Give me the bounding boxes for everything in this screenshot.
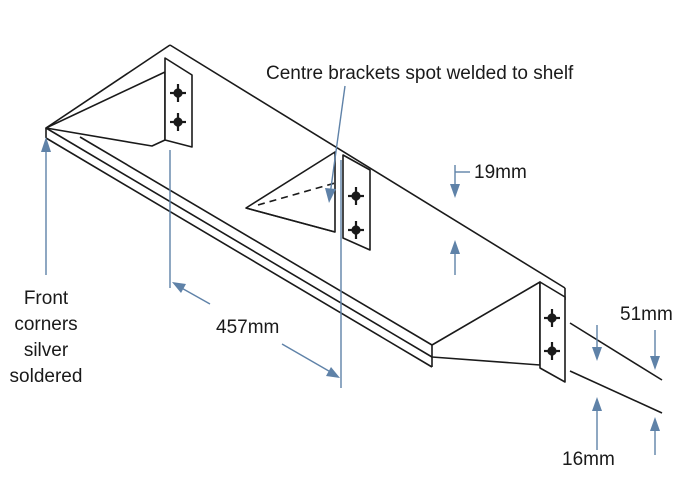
- upstand-top-edge-left: [45, 44, 171, 129]
- centre-bracket-hidden-edge: [257, 182, 336, 206]
- arrow-head-icon: [41, 137, 51, 152]
- upstand-top-edge: [169, 44, 566, 289]
- fixing-screws: [170, 84, 560, 360]
- centre-bracket-base: [245, 207, 336, 233]
- screw-icon: [544, 309, 560, 327]
- depth-dimension-label: 51mm: [620, 304, 673, 325]
- left-bracket-gusset: [45, 71, 166, 147]
- arrow-head-icon: [650, 417, 660, 431]
- screw-icon: [348, 221, 364, 239]
- front-corners-line-1: Front: [24, 288, 69, 309]
- lip-dimension-label: 19mm: [474, 162, 527, 183]
- shelf-front-top-edge: [45, 127, 433, 358]
- right-bracket-gusset: [431, 281, 541, 366]
- thickness-dimension-label: 16mm: [562, 449, 615, 470]
- arrow-head-icon: [172, 282, 186, 293]
- arrow-head-icon: [650, 356, 660, 370]
- front-corners-line-3: silver: [24, 340, 69, 361]
- arrow-head-icon: [592, 397, 602, 411]
- shelf-outline: [45, 44, 566, 368]
- arrow-head-icon: [325, 188, 336, 203]
- screw-icon: [348, 187, 364, 205]
- front-corners-line-2: corners: [14, 314, 77, 335]
- centre-bracket: [245, 151, 371, 251]
- arrow-head-icon: [592, 347, 602, 361]
- front-corners-label: Front corners silver soldered: [10, 288, 83, 387]
- arrow-head-icon: [326, 367, 340, 378]
- left-bracket-plate: [164, 57, 193, 148]
- screw-icon: [170, 84, 186, 102]
- right-bracket-plate: [539, 281, 566, 383]
- front-corners-line-4: soldered: [10, 366, 83, 387]
- bracket-spacing-label: 457mm: [216, 317, 279, 338]
- shelf-inner-edge: [79, 136, 433, 346]
- bracket-spacing-dim-left: [177, 285, 211, 305]
- left-end-bracket: [45, 57, 193, 148]
- screw-icon: [544, 342, 560, 360]
- right-end-bracket: [431, 281, 566, 383]
- bracket-spacing-dim-right: [281, 343, 335, 375]
- arrow-head-icon: [450, 184, 460, 198]
- section-line-bottom: [569, 370, 663, 414]
- screw-icon: [170, 113, 186, 131]
- centre-brackets-label: Centre brackets spot welded to shelf: [266, 63, 574, 84]
- centre-bracket-pointer: [329, 85, 346, 196]
- arrow-head-icon: [450, 240, 460, 254]
- shelf-front-bottom-edge: [45, 137, 433, 368]
- section-line-top: [569, 322, 663, 381]
- dimension-lines: [41, 85, 663, 455]
